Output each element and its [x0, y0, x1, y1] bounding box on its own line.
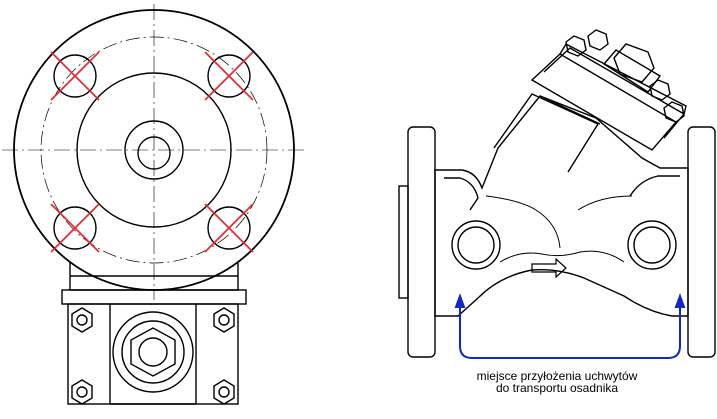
- right-flange: [687, 126, 716, 358]
- y-branch: [493, 93, 600, 173]
- bolt-hole-top-left: [53, 54, 97, 98]
- lifting-points-marker: [454, 293, 686, 359]
- front-view-flange: [2, 4, 308, 300]
- strainer-body: [434, 95, 689, 317]
- side-view-strainer: [398, 29, 716, 358]
- caption-line-2: do transportu osadnika: [495, 381, 619, 395]
- lifting-bracket-line: [459, 304, 681, 359]
- branch-cover: [530, 29, 687, 151]
- cover-cap-hex: [613, 43, 655, 83]
- inlet-port: [451, 220, 501, 270]
- lifting-point-arrow: [454, 293, 466, 308]
- nut-top-right: [213, 307, 235, 333]
- bolt-hole-bottom-left: [53, 206, 97, 250]
- nut-bottom-right: [213, 379, 235, 405]
- nut-top-left: [71, 307, 93, 333]
- left-flange: [407, 126, 436, 358]
- nut-bottom-left: [71, 379, 93, 405]
- lifting-point-arrow: [674, 293, 686, 308]
- flow-arrow: [531, 257, 567, 279]
- outlet-port: [627, 220, 677, 270]
- lifting-caption: miejsce przyłożenia uchwytów do transpor…: [412, 370, 702, 394]
- bolt-hole-top-right: [207, 54, 251, 98]
- bolt-hole-bottom-right: [207, 206, 251, 250]
- drain-plug-hex: [130, 327, 176, 377]
- cross-mark: [204, 203, 254, 253]
- cross-marks: [50, 51, 254, 253]
- cross-mark: [50, 203, 100, 253]
- caption-line-1: miejsce przyłożenia uchwytów: [476, 369, 638, 383]
- cross-mark: [204, 51, 254, 101]
- cross-mark: [50, 51, 100, 101]
- drain-plug-outer: [112, 311, 194, 393]
- front-view-cover: [61, 262, 247, 405]
